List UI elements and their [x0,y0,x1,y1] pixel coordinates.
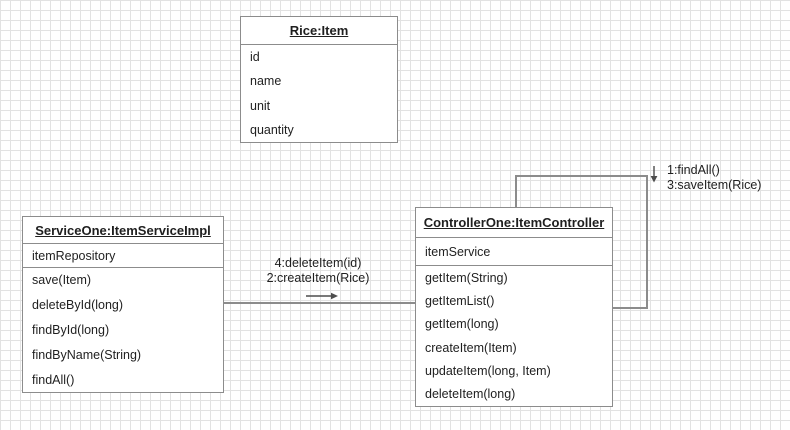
message-label: 3:saveItem(Rice) [667,178,762,192]
flow-arrow-down-icon [650,166,658,183]
method-row: save(Item) [32,273,92,288]
method-row: deleteById(long) [32,298,124,313]
flow-arrow-right-icon [306,292,338,300]
method-row: getItemList() [425,293,495,308]
method-row: findAll() [32,372,75,387]
object-box-service-one[interactable]: ServiceOne:ItemServiceImpl itemRepositor… [22,216,224,393]
message-label: 4:deleteItem(id) [274,256,362,270]
attribute-row: quantity [250,122,294,137]
object-title: ServiceOne:ItemServiceImpl [23,217,223,244]
field-row: itemRepository [23,244,223,268]
method-row: deleteItem(long) [425,387,516,402]
attribute-row: name [250,74,282,89]
method-row: findByName(String) [32,347,142,362]
object-title: Rice:Item [241,17,397,45]
edge-label-controller-self-loop[interactable]: 1:findAll() 3:saveItem(Rice) [667,163,787,193]
connector-controller-self-loop[interactable] [515,175,648,309]
method-row: getItem(String) [425,270,508,285]
attribute-row: id [250,50,260,65]
object-title: ControllerOne:ItemController [416,208,612,238]
edge-label-service-to-controller[interactable]: 4:deleteItem(id) 2:createItem(Rice) [238,256,398,286]
method-row: createItem(Item) [425,340,517,355]
field-row: itemService [416,238,612,266]
method-list: save(Item) deleteById(long) findById(lon… [23,268,223,392]
attribute-row: unit [250,98,271,113]
message-label: 1:findAll() [667,163,720,177]
method-row: updateItem(long, Item) [425,363,551,378]
object-box-rice-item[interactable]: Rice:Item id name unit quantity [240,16,398,143]
method-row: findById(long) [32,322,110,337]
attribute-list: id name unit quantity [241,45,397,142]
method-list: getItem(String) getItemList() getItem(lo… [416,266,612,406]
message-label: 2:createItem(Rice) [266,271,370,285]
method-row: getItem(long) [425,317,499,332]
object-box-controller-one[interactable]: ControllerOne:ItemController itemService… [415,207,613,407]
